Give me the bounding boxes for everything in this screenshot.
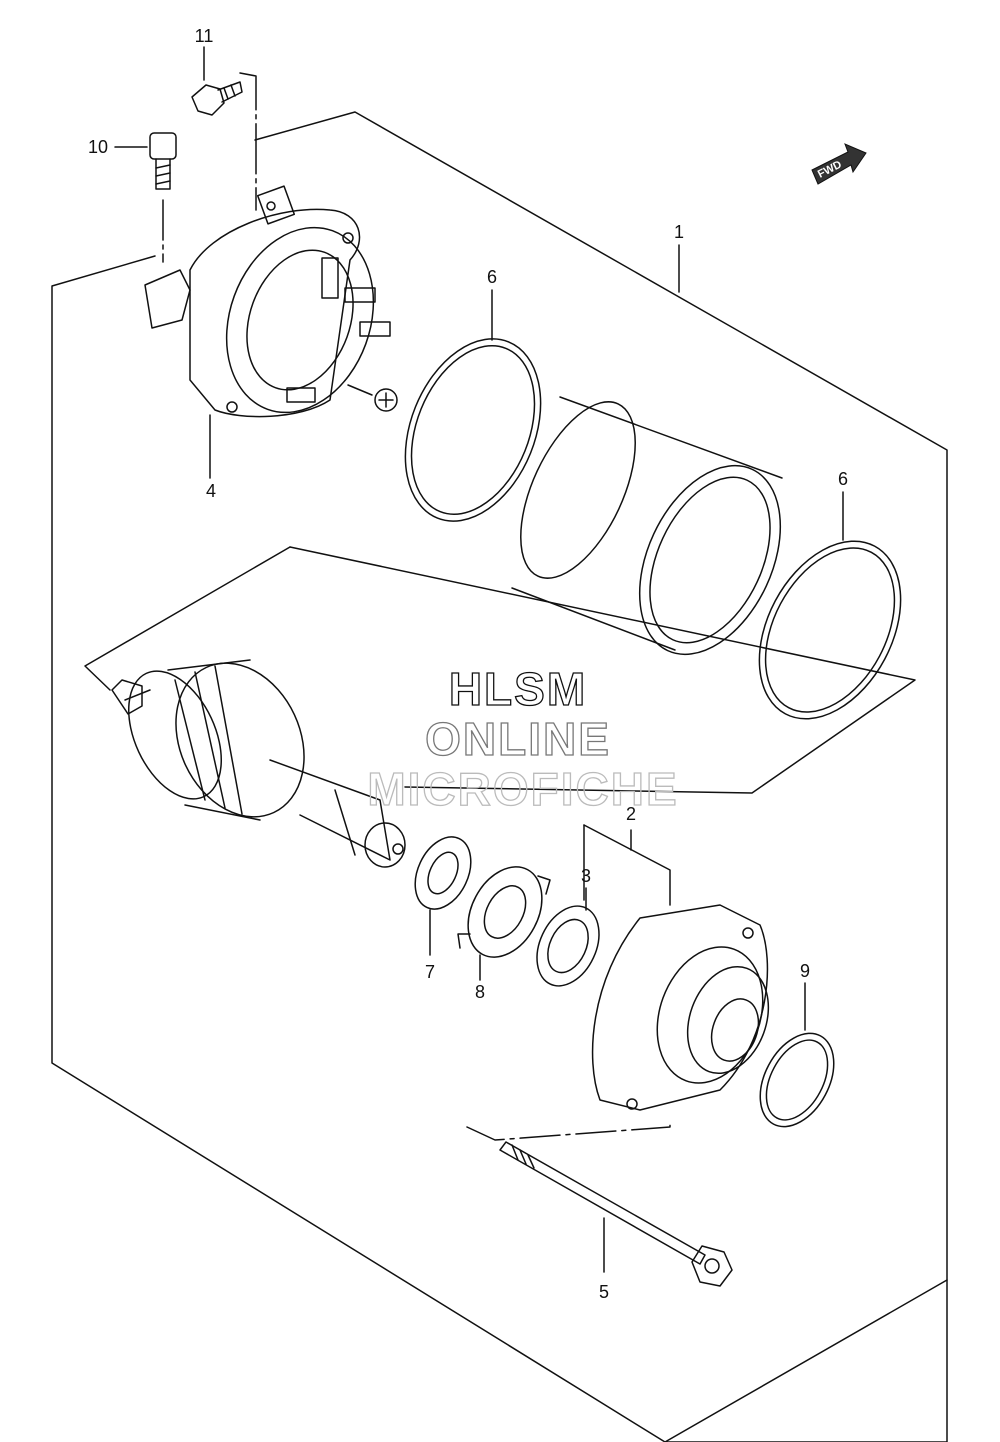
callout-2: 2 — [626, 804, 636, 824]
callout-10: 10 — [88, 137, 108, 157]
item-5-through-bolt — [499, 1141, 733, 1287]
callout-11: 11 — [195, 26, 214, 46]
item-10-bolt — [114, 132, 177, 263]
watermark-line3: MICROFICHE — [367, 763, 678, 815]
item-4-rear-cover — [144, 185, 391, 479]
item-8-lock-plate — [457, 866, 551, 981]
armature — [111, 659, 406, 868]
callout-4: 4 — [206, 481, 216, 501]
leader-2 — [583, 824, 671, 906]
armature-frame — [84, 546, 291, 691]
callout-7: 7 — [425, 962, 435, 982]
item-6-oring-lower — [758, 491, 902, 720]
callout-9: 9 — [800, 961, 810, 981]
frame-edge — [664, 1279, 948, 1442]
armature-frame-right — [289, 546, 916, 794]
item-3-bearing — [536, 887, 600, 987]
callout-3: 3 — [581, 866, 591, 886]
cover-screw — [347, 384, 398, 412]
item-2-front-cover — [591, 904, 770, 1111]
watermark-line1: HLSM — [449, 663, 587, 715]
callout-6-upper: 6 — [487, 267, 497, 287]
assembly-frame — [51, 111, 948, 1442]
callout-8: 8 — [475, 982, 485, 1002]
item-6-oring-upper — [404, 289, 542, 522]
item-11-screw — [191, 46, 257, 211]
item-9-oring — [759, 982, 835, 1128]
item-7-washer — [414, 836, 472, 956]
callout-6-lower: 6 — [838, 469, 848, 489]
yoke-housing — [511, 396, 783, 656]
bolt-bracket — [466, 1119, 671, 1141]
callout-5: 5 — [599, 1282, 609, 1302]
fwd-arrow-icon: FWD — [811, 143, 867, 185]
callout-1: 1 — [674, 222, 684, 242]
watermark-line2: ONLINE — [425, 713, 611, 765]
